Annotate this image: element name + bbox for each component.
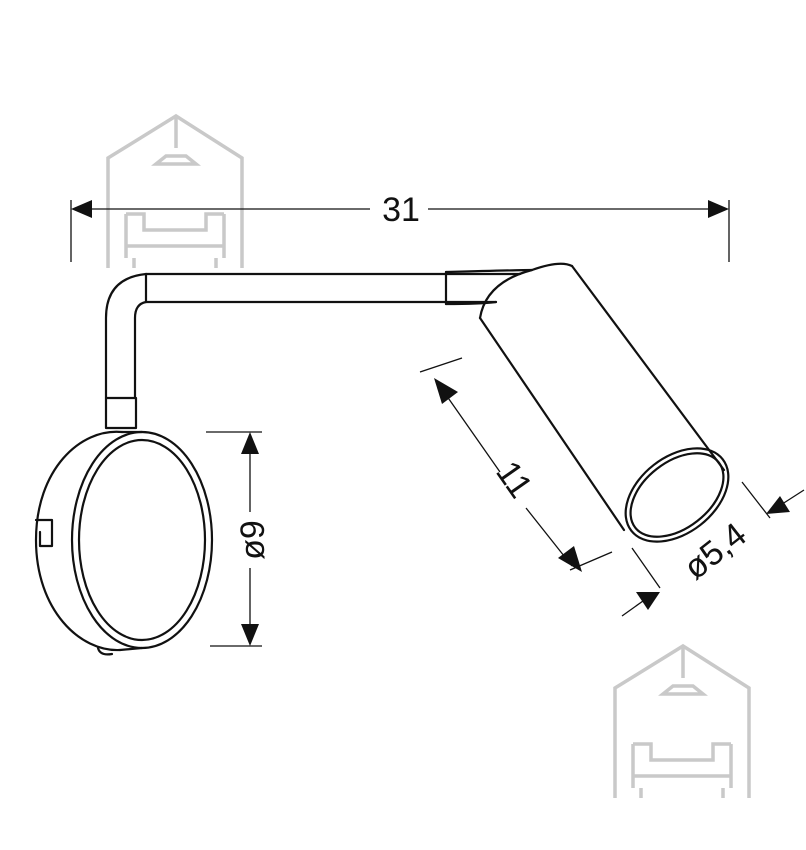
arrow-right-icon <box>708 200 729 218</box>
width-label: 31 <box>382 191 420 229</box>
arrow-diag-up-icon <box>766 496 790 514</box>
head-diameter-dimension: ø5,4 <box>621 481 805 617</box>
arm-elbow <box>104 272 148 400</box>
width-dimension: 31 <box>70 191 730 262</box>
arrow-down-icon <box>241 624 259 646</box>
arrow-down-right-icon <box>558 546 582 572</box>
arm-length-dimension: 11 <box>419 357 613 572</box>
arm-length-label: 11 <box>488 454 539 505</box>
arrow-up-icon <box>241 432 259 454</box>
base-neck <box>104 396 138 430</box>
watermark-logo-top <box>106 113 244 268</box>
arrow-left-icon <box>71 200 92 218</box>
lamp-body <box>34 262 730 656</box>
lamp-head-cylinder <box>478 262 730 543</box>
wall-base-disc <box>34 430 214 656</box>
arrow-up-left-icon <box>434 378 458 404</box>
base-diameter-label: ø9 <box>234 520 272 560</box>
watermark-logo-bottom <box>613 643 751 798</box>
arrow-diag-down-icon <box>636 592 660 610</box>
base-diameter-dimension: ø9 <box>206 431 272 647</box>
